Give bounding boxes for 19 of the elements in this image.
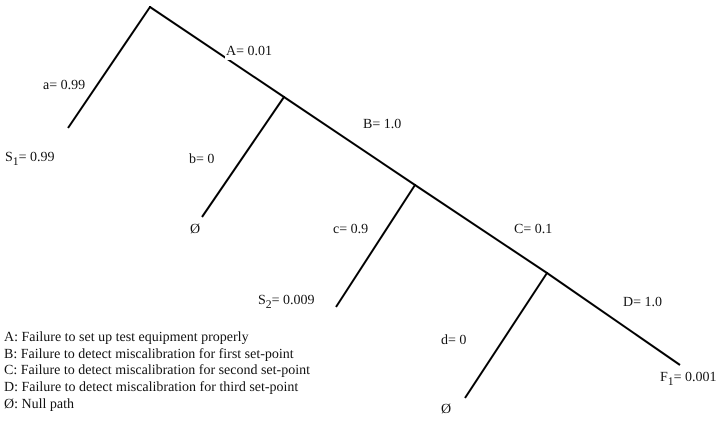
outcome-label: Ø xyxy=(190,222,200,238)
branch-line xyxy=(464,272,548,399)
branch-line xyxy=(414,184,548,274)
key-note: D: Failure to detect miscalibration for third set-point xyxy=(4,380,298,396)
outcome-label: S$_{2}$= 0.009 xyxy=(258,293,315,313)
outcome-label: F$_{1}$= 0.001 xyxy=(660,370,717,390)
key-note: B: Failure to detect miscalibration for first set-point xyxy=(4,346,294,363)
outcome-label: S$_{1}$= 0.99 xyxy=(5,150,55,170)
branch-line xyxy=(546,272,681,366)
key-note: C: Failure to detect miscalibration for second set-point xyxy=(4,363,310,380)
branch-line xyxy=(283,96,416,186)
key-note: Ø: Null path xyxy=(4,396,74,413)
branch-line xyxy=(67,6,151,129)
branch-line xyxy=(335,184,416,308)
key-note: A: Failure to set up test equipment properly xyxy=(4,330,249,346)
branch-line xyxy=(149,6,285,98)
probability-label: A= 0.01 xyxy=(225,44,274,60)
outcome-label: Ø xyxy=(441,402,452,418)
branch-line xyxy=(201,96,285,218)
